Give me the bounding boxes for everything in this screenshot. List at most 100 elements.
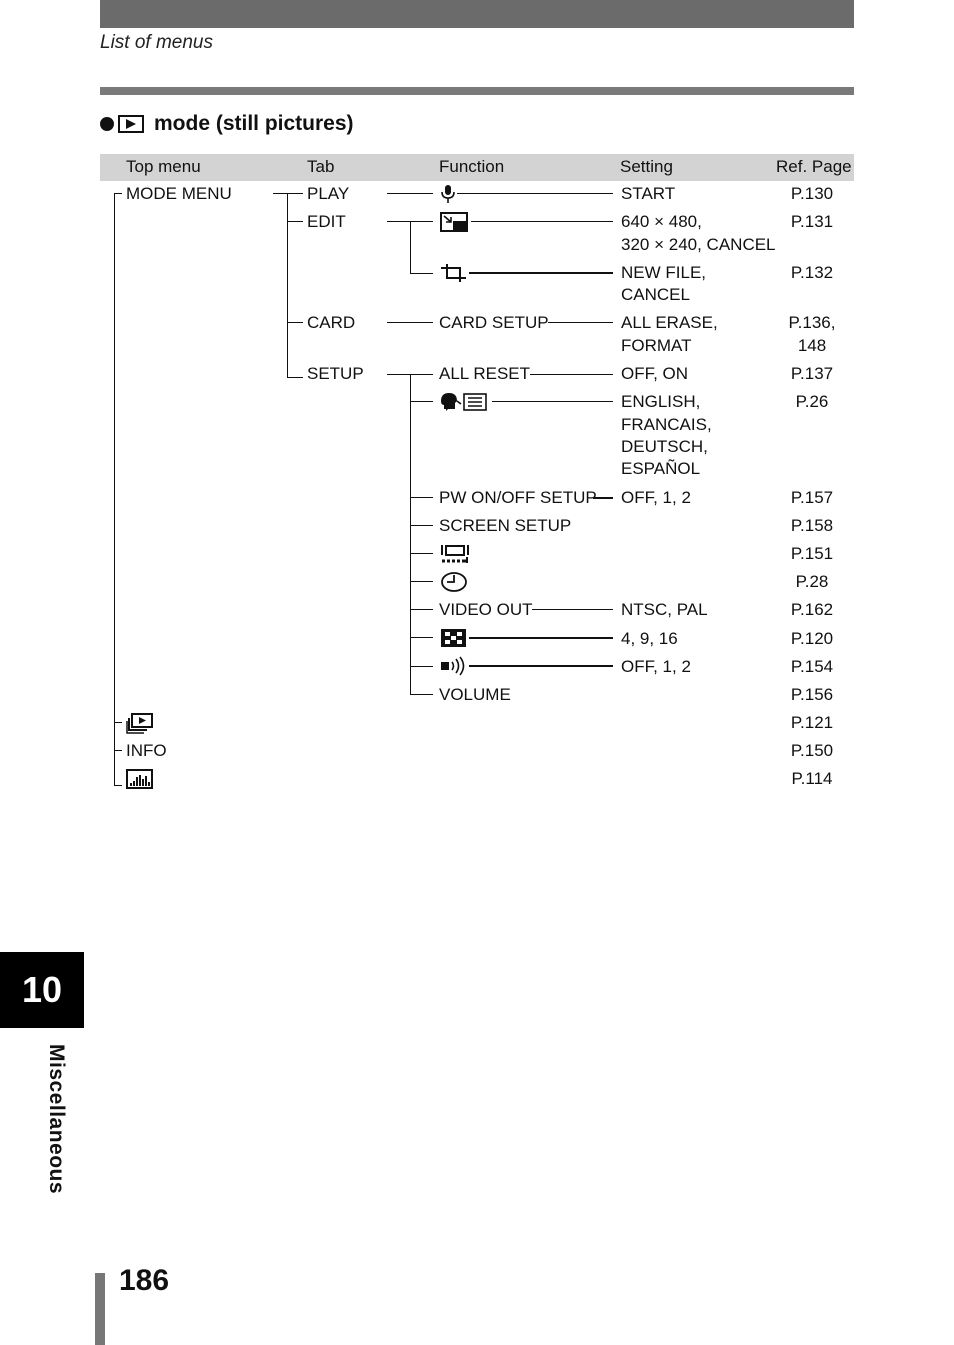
tree-branch [287,322,303,323]
mode-menu-label: MODE MENU [126,184,232,203]
tree-branch [287,377,303,378]
section-heading: mode (still pictures) [100,112,354,136]
tree-branch [410,497,433,498]
connector-line [471,221,613,222]
tab-setup: SETUP [307,364,364,383]
ref-page: P.114 [791,769,833,788]
monitor-adjust-icon [440,543,470,570]
col-top-menu: Top menu [126,157,201,176]
setting-card-1: ALL ERASE, [621,313,718,332]
function-card-setup: CARD SETUP [439,313,549,332]
connector-line [492,401,613,402]
ref-page: P.132 [790,263,834,282]
tab-card: CARD [307,313,356,332]
ref-page: P.121 [790,713,834,732]
resize-icon [440,211,470,238]
language-icon [439,391,489,418]
tab-play: PLAY [307,184,350,203]
microphone-icon [440,183,456,210]
tree-branch [410,273,433,274]
ref-page: P.157 [790,488,834,507]
setting-crop-1: NEW FILE, [621,263,707,282]
ref-page: P.26 [795,392,829,411]
function-pw-onoff: PW ON/OFF SETUP [439,488,597,507]
tree-branch [410,525,433,526]
connector-line [530,374,613,375]
connector-line [593,497,613,499]
connector-line [469,665,613,667]
slideshow-icon [126,712,156,739]
tree-branch [114,193,122,194]
setting-pw: OFF, 1, 2 [621,488,691,507]
setting-card-2: FORMAT [621,336,692,355]
ref-page: P.162 [790,600,834,619]
function-all-reset: ALL RESET [439,364,531,383]
ref-page: P.154 [790,657,834,676]
crop-icon [440,262,468,289]
bullet-icon [100,117,114,131]
top-bar [100,0,854,28]
setting-language-4: ESPAÑOL [621,459,701,478]
page-number-bar [95,1273,105,1345]
tree-branch [387,193,433,194]
setting-edit-1: 640 × 480, [621,212,702,231]
playback-icon [118,115,144,133]
tree-line-top [114,193,115,785]
ref-page: 148 [797,336,827,355]
function-video-out: VIDEO OUT [439,600,533,619]
col-function: Function [439,157,505,176]
beep-sound-icon [440,655,466,682]
tree-branch [387,322,433,323]
chapter-number-tab: 10 [0,952,84,1028]
tree-line-edit [410,221,411,273]
setting-video: NTSC, PAL [621,600,708,619]
page-number: 186 [119,1264,170,1297]
info-label: INFO [126,741,167,760]
function-screen-setup: SCREEN SETUP [439,516,572,535]
ref-page: P.120 [790,629,834,648]
ref-page: P.150 [790,741,834,760]
tree-branch [273,193,303,194]
connector-line [457,193,613,194]
tree-branch [410,609,433,610]
clock-icon [440,571,470,598]
tree-branch [114,785,122,786]
col-setting: Setting [620,157,673,176]
tree-branch [287,221,303,222]
ref-page: P.28 [795,572,829,591]
connector-line [532,609,613,610]
setting-language-1: ENGLISH, [621,392,701,411]
function-volume: VOLUME [439,685,511,704]
connector-line [469,272,613,274]
tree-branch [410,553,433,554]
tree-branch [410,401,433,402]
tree-branch [114,750,122,751]
table-header: Top menu Tab Function Setting Ref. Page [100,154,854,181]
setting-all-reset: OFF, ON [621,364,689,383]
setting-language-3: DEUTSCH, [621,437,708,456]
tree-branch [410,666,433,667]
ref-page: P.137 [790,364,834,383]
ref-page: P.158 [790,516,834,535]
tree-line-tab [287,193,288,377]
histogram-icon [126,768,154,795]
ref-page: P.151 [790,544,834,563]
ref-page: P.136, [788,313,836,332]
header-rule [100,87,854,95]
tab-edit: EDIT [307,212,346,231]
setting-crop-2: CANCEL [621,285,690,304]
connector-line [469,637,613,639]
tree-branch [114,722,122,723]
setting-language-2: FRANCAIS, [621,415,712,434]
tree-branch [410,581,433,582]
col-tab: Tab [307,157,335,176]
ref-page: P.156 [790,685,834,704]
heading-text: mode (still pictures) [154,112,354,135]
section-title: List of menus [100,32,213,53]
setting-index: 4, 9, 16 [621,629,678,648]
col-ref-page: Ref. Page [776,157,852,176]
setting-beep: OFF, 1, 2 [621,657,691,676]
connector-line [548,322,613,323]
setting-edit-2: 320 × 240, CANCEL [621,235,776,254]
tree-line-setup [410,374,411,694]
